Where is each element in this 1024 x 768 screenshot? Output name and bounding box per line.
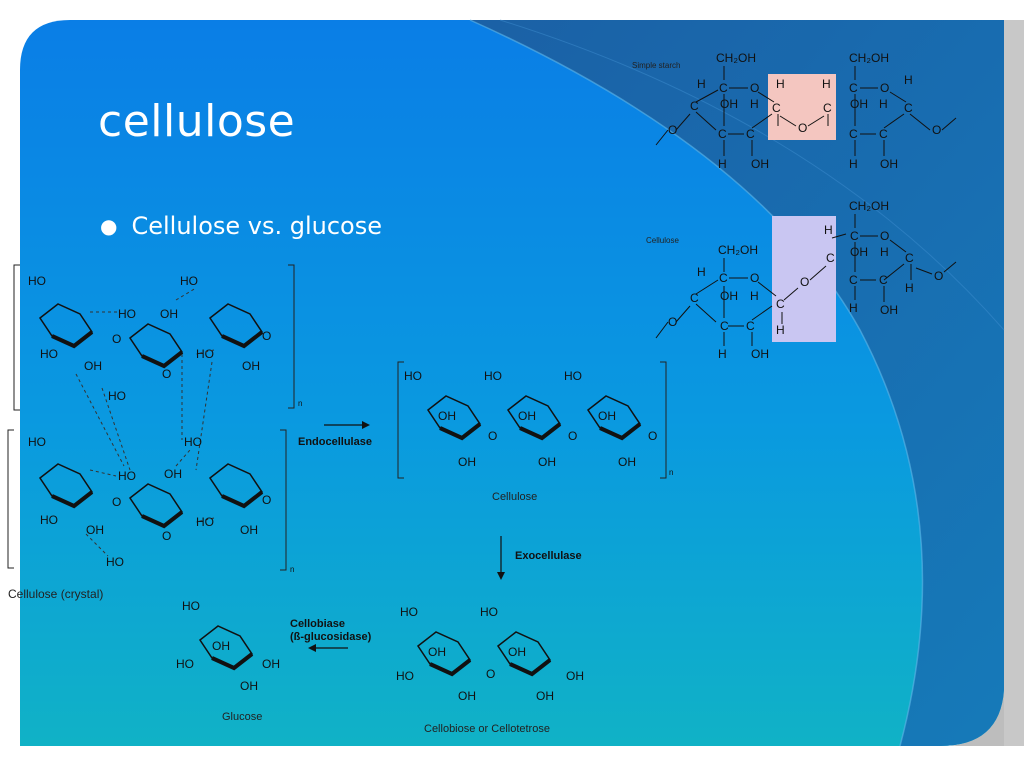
slide-title: cellulose <box>98 96 296 147</box>
bullet-icon: ● <box>100 214 118 238</box>
bullet-text: Cellulose vs. glucose <box>131 212 382 240</box>
bullet-item: ● Cellulose vs. glucose <box>100 212 382 240</box>
